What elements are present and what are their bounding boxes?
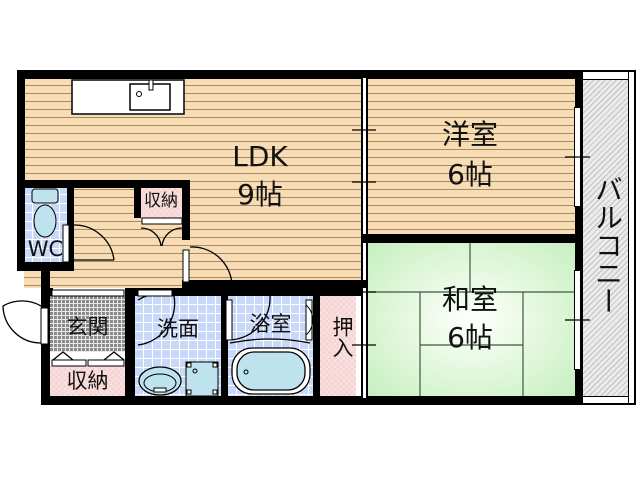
entrance-label: 玄関 (66, 315, 109, 339)
wall-bath-oshiire (313, 288, 320, 400)
wall-western-japanese (361, 234, 583, 243)
wall-washroom-bath (221, 288, 228, 400)
balcony-railing (583, 70, 636, 405)
wall-hall-storage-right (182, 180, 190, 240)
western-room-label: 洋室 (441, 118, 498, 151)
wall-wc-right (67, 180, 74, 270)
wall-entrance-washroom (125, 288, 135, 400)
wall-wc-bottom (17, 262, 74, 271)
western-room-floor (368, 78, 576, 234)
hall-storage-label: 収納 (144, 191, 178, 211)
washroom-label: 洗面 (157, 317, 199, 341)
wall-outer-bottom (41, 396, 583, 405)
japanese-room-label: 和室 (441, 283, 498, 316)
wall-outer-left (17, 70, 25, 270)
wall-hall-storage-left (134, 180, 141, 218)
bathroom-label: 浴室 (249, 312, 292, 336)
balcony-label: バルコニー (591, 175, 624, 315)
balcony-rail-side (628, 72, 634, 403)
wall-outer-top (17, 70, 583, 79)
oshiire-closet-floor (320, 296, 356, 396)
entrance-storage-floor (50, 366, 125, 396)
balcony-floor (582, 80, 628, 396)
wall-entrance-top (41, 288, 53, 296)
japanese-room-size-label: 6帖 (447, 321, 493, 354)
wc-floor (24, 186, 67, 262)
balcony-rail-bottom (583, 396, 628, 403)
entrance-floor (50, 296, 125, 352)
hall-storage-floor (140, 188, 182, 218)
wc-label: WC (27, 237, 64, 261)
japanese-room-floor (368, 242, 576, 398)
ldk-size-label: 9帖 (237, 178, 283, 211)
oshiire-label: 押入 (330, 316, 354, 358)
wall-hall-top (17, 180, 190, 188)
entrance-storage-label: 収納 (66, 369, 109, 393)
western-room-size-label: 6帖 (447, 158, 493, 191)
balcony-rail-top (583, 72, 628, 80)
ldk-label: LDK (232, 140, 288, 173)
wall-wet-top (125, 288, 368, 296)
wall-ldk-lower (182, 280, 368, 288)
